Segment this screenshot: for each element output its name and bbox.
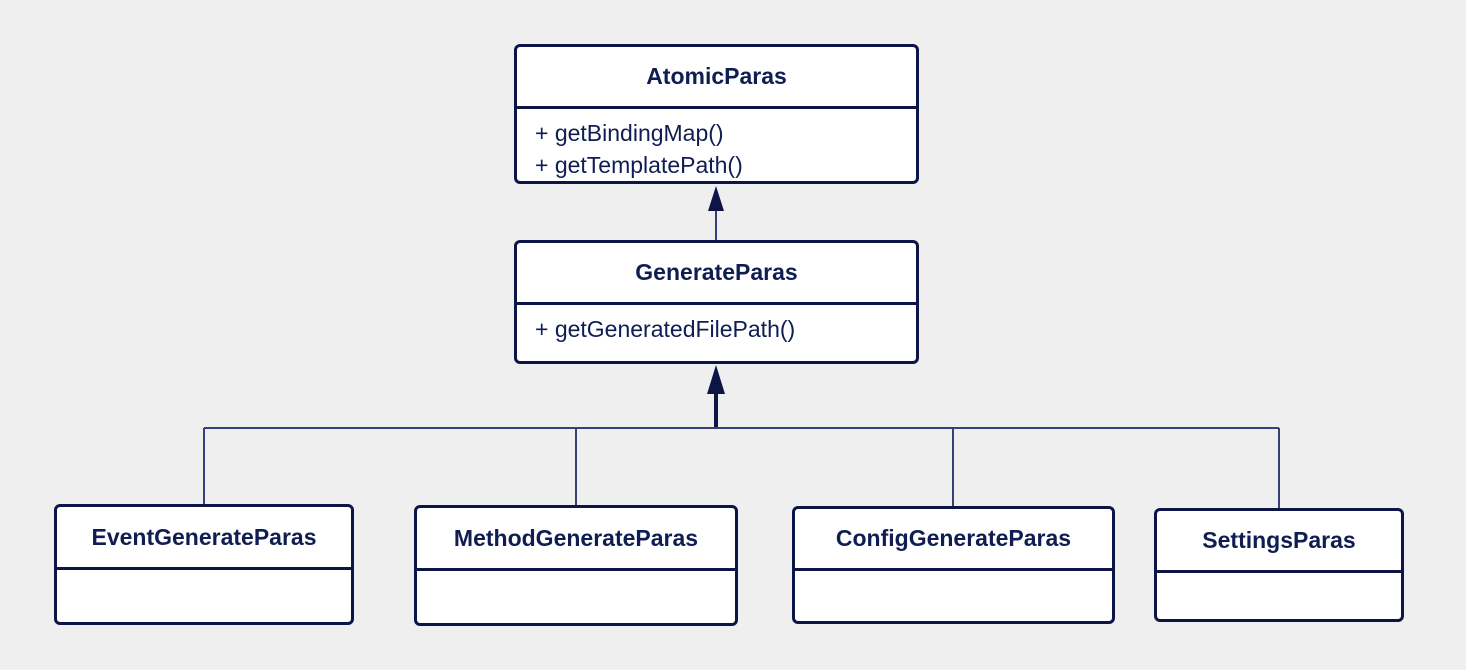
method: + getBindingMap() — [535, 120, 724, 146]
class-name: ConfigGenerateParas — [795, 509, 1112, 571]
inheritance-arrowhead-atomic — [708, 186, 724, 211]
class-config-generate-paras[interactable]: ConfigGenerateParas — [792, 506, 1115, 624]
class-name: GenerateParas — [517, 243, 916, 305]
class-event-generate-paras[interactable]: EventGenerateParas — [54, 504, 354, 625]
class-atomic-paras[interactable]: AtomicParas + getBindingMap() + getTempl… — [514, 44, 919, 184]
method: + getGeneratedFilePath() — [535, 316, 796, 342]
class-name: MethodGenerateParas — [417, 508, 735, 571]
class-methods: + getGeneratedFilePath() — [517, 305, 916, 345]
class-generate-paras[interactable]: GenerateParas + getGeneratedFilePath() — [514, 240, 919, 364]
class-settings-paras[interactable]: SettingsParas — [1154, 508, 1404, 622]
inheritance-arrowhead-generate — [707, 365, 725, 394]
class-name: EventGenerateParas — [57, 507, 351, 570]
class-name: SettingsParas — [1157, 511, 1401, 573]
class-methods: + getBindingMap() + getTemplatePath() — [517, 109, 916, 181]
class-method-generate-paras[interactable]: MethodGenerateParas — [414, 505, 738, 626]
class-name: AtomicParas — [517, 47, 916, 109]
method: + getTemplatePath() — [535, 152, 743, 178]
